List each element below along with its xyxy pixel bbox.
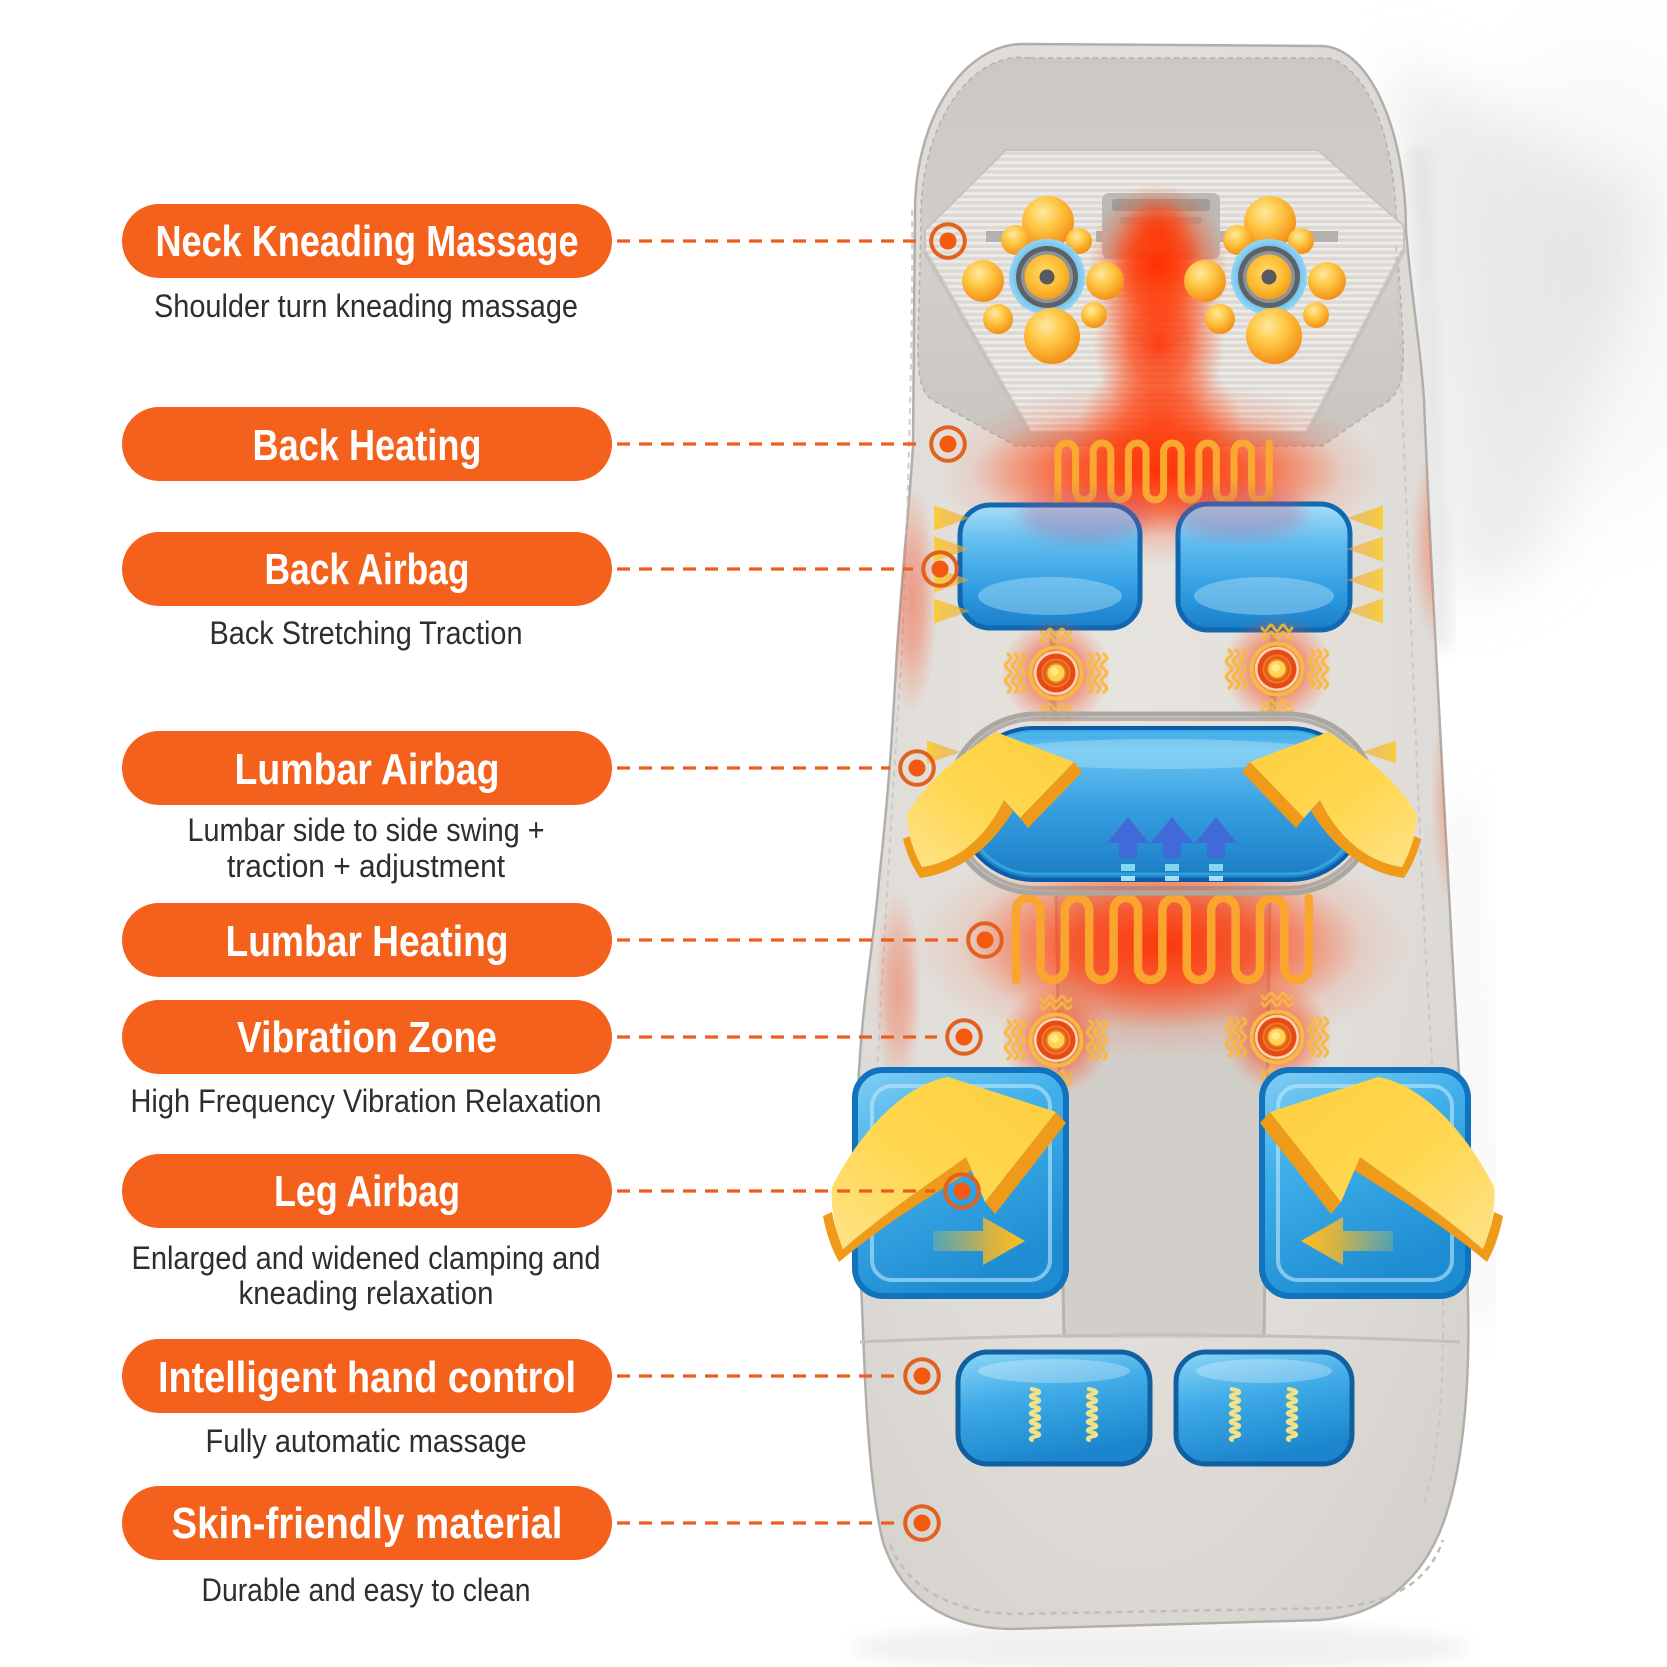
svg-text:Enlarged and widened clamping: Enlarged and widened clamping and (132, 1240, 601, 1276)
svg-text:kneading relaxation: kneading relaxation (239, 1275, 494, 1311)
svg-text:High Frequency Vibration Relax: High Frequency Vibration Relaxation (131, 1083, 602, 1119)
svg-text:Skin-friendly material: Skin-friendly material (172, 1499, 563, 1548)
svg-text:Back Stretching Traction: Back Stretching Traction (210, 615, 523, 651)
svg-text:traction + adjustment: traction + adjustment (227, 848, 505, 884)
svg-text:Leg Airbag: Leg Airbag (274, 1167, 460, 1216)
svg-text:Lumbar side to side swing +: Lumbar side to side swing + (188, 812, 545, 848)
svg-text:Vibration Zone: Vibration Zone (237, 1013, 497, 1062)
svg-text:Durable and easy to clean: Durable and easy to clean (202, 1572, 531, 1608)
svg-text:Lumbar Airbag: Lumbar Airbag (235, 745, 500, 794)
svg-text:Neck Kneading Massage: Neck Kneading Massage (156, 217, 579, 266)
svg-text:Back Heating: Back Heating (253, 421, 482, 470)
svg-text:Back Airbag: Back Airbag (265, 545, 470, 594)
svg-text:Fully automatic massage: Fully automatic massage (206, 1423, 527, 1459)
svg-text:Intelligent hand control: Intelligent hand control (158, 1353, 576, 1402)
svg-text:Shoulder turn kneading massage: Shoulder turn kneading massage (154, 288, 578, 324)
svg-text:Lumbar Heating: Lumbar Heating (226, 917, 509, 966)
